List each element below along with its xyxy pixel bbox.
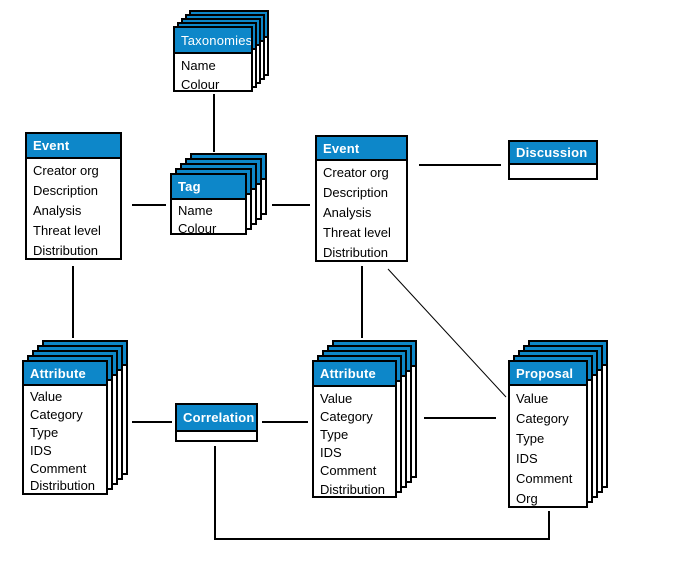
field-label: Distribution (30, 478, 96, 494)
connector-event-left-tag (132, 204, 166, 206)
field-label: Creator org (33, 163, 99, 179)
connector-correlation-elbow-horizontal (214, 538, 550, 540)
connector-correlation-attribute-center (262, 421, 308, 423)
connector-proposal-elbow-vertical (548, 511, 550, 539)
connector-event-left-attribute-left (72, 266, 74, 338)
connector-attribute-center-proposal (424, 417, 496, 419)
field-label: Description (323, 185, 389, 201)
field-label: Creator org (323, 165, 389, 181)
field-label: Name (181, 58, 216, 73)
entity-card-event-right: Event Creator org Description Analysis T… (315, 135, 408, 262)
field-label: Category (30, 407, 83, 423)
entity-card-correlation: Correlation (175, 403, 258, 442)
entity-title-proposal: Proposal (510, 362, 586, 386)
field-label: Value (516, 390, 549, 406)
field-label: Category (320, 408, 373, 424)
entity-title-discussion: Discussion (510, 142, 596, 165)
entity-proposal: Proposal Value Category Type IDS Comment… (508, 340, 608, 508)
entity-title-attribute-left: Attribute (24, 362, 106, 386)
connector-event-right-attribute-center (361, 266, 363, 338)
entity-event-left: Event Creator org Description Analysis T… (25, 132, 122, 260)
connector-taxonomies-tag (213, 94, 215, 152)
field-label: Analysis (323, 204, 372, 220)
field-label: Colour (181, 77, 220, 92)
field-label: Name (178, 203, 213, 219)
entity-taxonomies: Taxonomies Name Colour (173, 10, 269, 92)
entity-card-discussion: Discussion (508, 140, 598, 180)
connector-tag-event-right (272, 204, 310, 206)
field-label: IDS (320, 445, 342, 461)
field-label: Comment (320, 463, 377, 479)
field-label: Org (516, 490, 538, 506)
field-label: Value (30, 389, 63, 405)
field-label: IDS (30, 442, 52, 458)
entity-attribute-left: Attribute Value Category Type IDS Commen… (22, 340, 128, 495)
field-label: Distribution (33, 242, 99, 258)
field-label: Distribution (320, 481, 386, 497)
entity-attribute-center: Attribute Value Category Type IDS Commen… (312, 340, 417, 498)
entity-discussion: Discussion (508, 140, 598, 180)
entity-event-right: Event Creator org Description Analysis T… (315, 135, 408, 262)
entity-title-taxonomies: Taxonomies (175, 28, 251, 54)
field-label: Colour (178, 220, 217, 236)
entity-card-tag: Tag Name Colour (170, 173, 247, 236)
entity-card-proposal: Proposal Value Category Type IDS Comment… (508, 360, 588, 508)
field-label: Distribution (323, 244, 389, 260)
field-label: Threat level (33, 222, 101, 238)
field-label: Analysis (33, 202, 82, 218)
field-label: Comment (516, 470, 573, 486)
field-label: Description (33, 183, 99, 199)
entity-card-attribute-left: Attribute Value Category Type IDS Commen… (22, 360, 108, 495)
entity-card-attribute-center: Attribute Value Category Type IDS Commen… (312, 360, 397, 498)
connector-event-right-discussion (419, 164, 501, 166)
field-label: Threat level (323, 224, 391, 240)
field-label: IDS (516, 450, 538, 466)
field-label: Type (30, 424, 59, 440)
field-label: Comment (30, 460, 87, 476)
entity-correlation: Correlation (175, 403, 258, 442)
entity-title-event-left: Event (27, 134, 120, 159)
field-label: Type (320, 426, 349, 442)
entity-title-event-right: Event (317, 137, 406, 161)
entity-tag: Tag Name Colour (170, 153, 267, 236)
entity-card-event-left: Event Creator org Description Analysis T… (25, 132, 122, 260)
entity-title-correlation: Correlation (177, 405, 256, 432)
field-label: Category (516, 410, 569, 426)
entity-title-tag: Tag (172, 175, 245, 200)
entity-title-attribute-center: Attribute (314, 362, 395, 387)
entity-card-taxonomies: Taxonomies Name Colour (173, 26, 253, 92)
field-label: Type (516, 430, 545, 446)
connector-correlation-elbow-vertical (214, 446, 216, 539)
field-label: Value (320, 390, 353, 406)
connector-attribute-left-correlation (132, 421, 172, 423)
